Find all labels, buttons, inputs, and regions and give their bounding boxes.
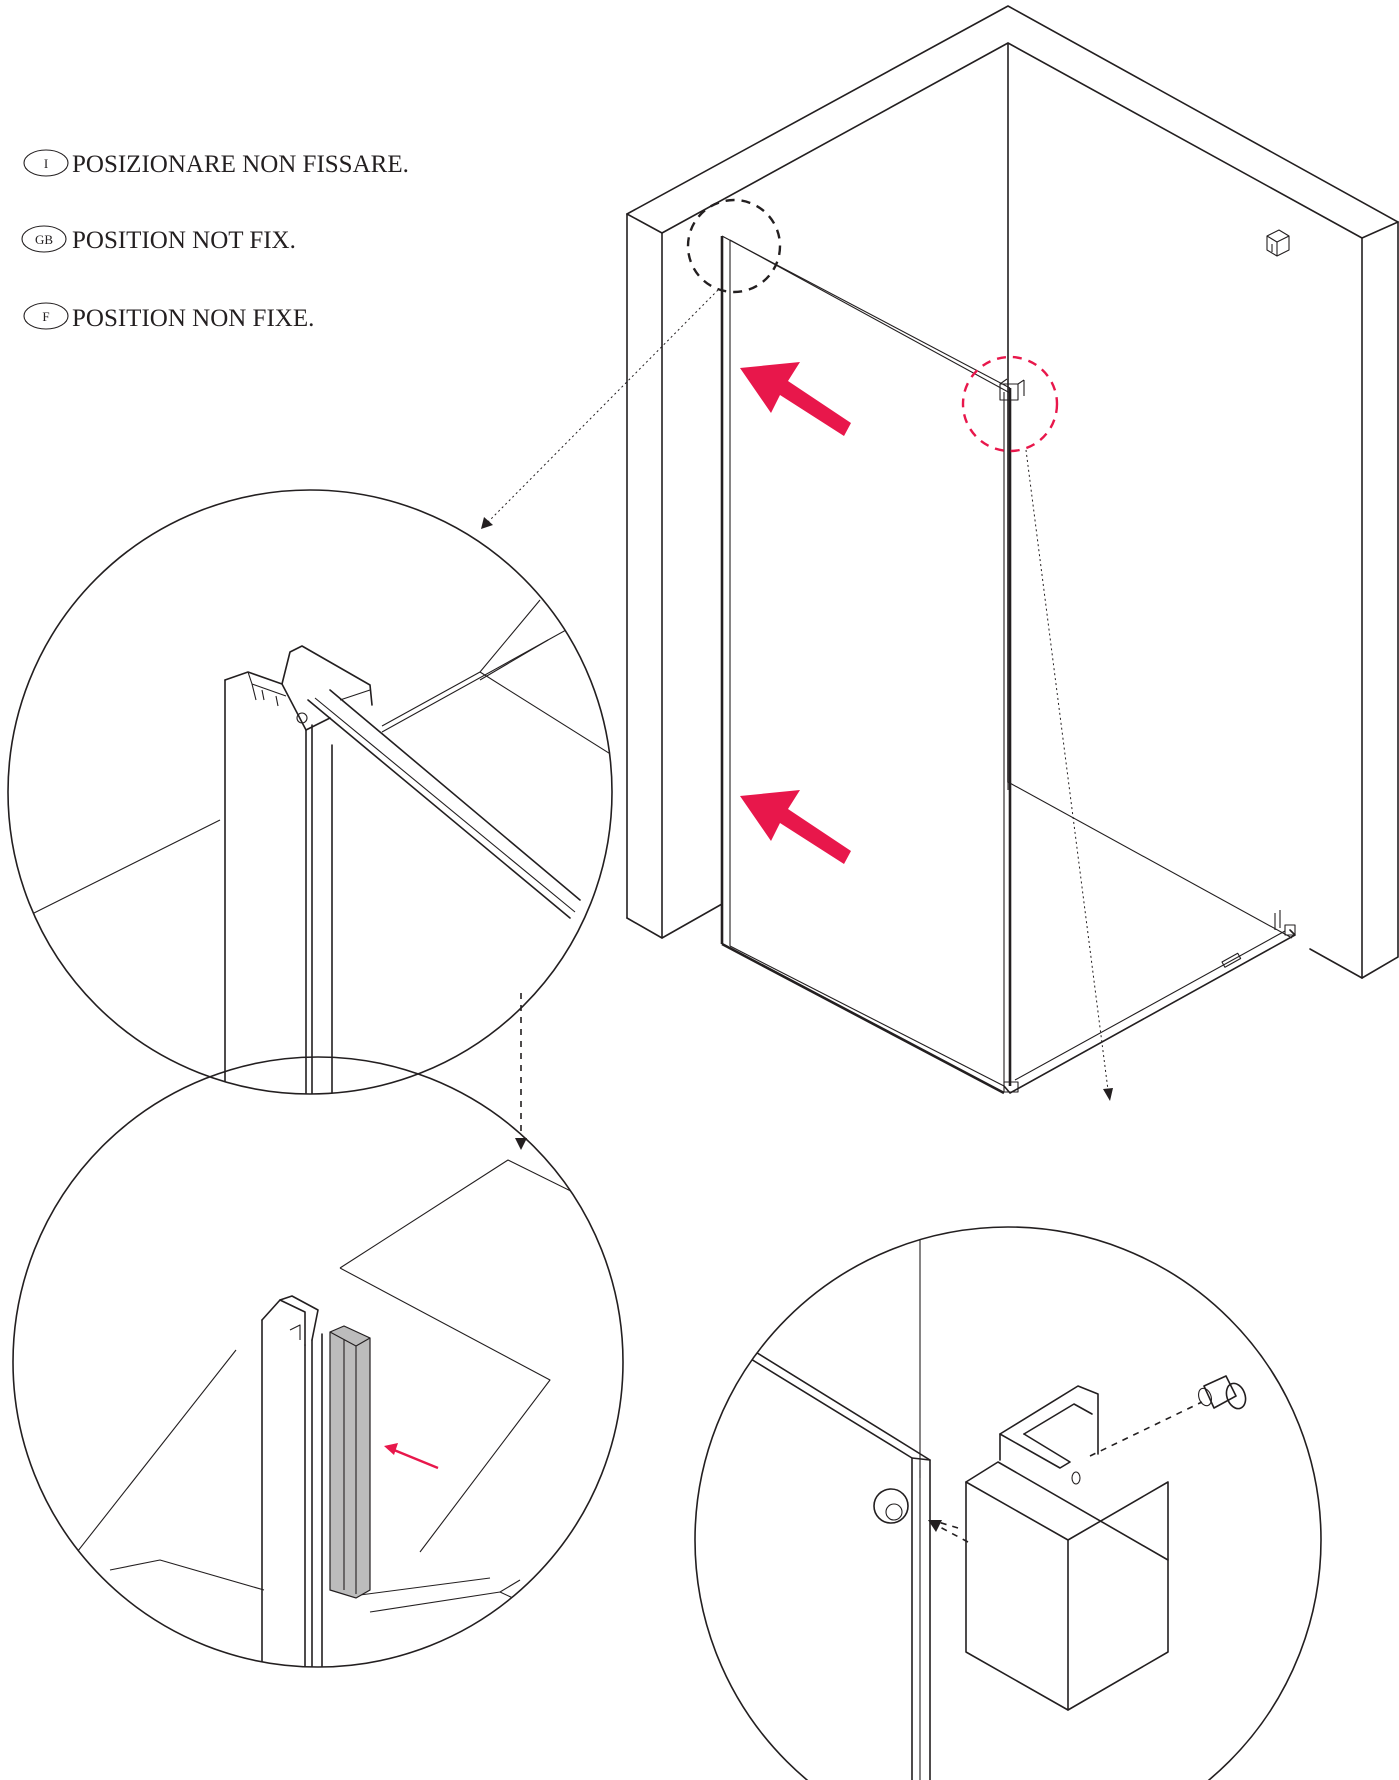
detail-circle-profile-seal [12,1056,624,1668]
instruction-block: I POSIZIONARE NON FISSARE. GB POSITION N… [21,149,409,332]
detail-circle-profile-top [7,489,613,1095]
detail-ring-top-left [686,198,782,294]
language-code-fr: F [42,309,49,324]
screw-icon [1198,1375,1247,1410]
leader-lines [481,289,1113,1529]
language-badge-it [23,149,69,177]
instruction-text-fr: POSITION NON FIXE. [72,305,314,332]
instruction-gb: GB POSITION NOT FIX. [21,225,296,254]
language-badge-gb [21,225,67,253]
glass-knob [873,1488,909,1524]
instruction-text-gb: POSITION NOT FIX. [72,227,296,254]
glass-panel [720,235,1296,1095]
wall-structure [626,5,1399,979]
instruction-it: I POSIZIONARE NON FISSARE. [23,149,409,178]
push-arrow-lower-icon [740,790,851,864]
language-code-it: I [44,156,48,171]
detail-circle-bracket [694,1226,1322,1780]
instruction-text-it: POSIZIONARE NON FISSARE. [72,151,409,178]
shower-corner-drawing [626,5,1399,1095]
wall-bracket-icon [1266,229,1290,257]
instruction-fr: F POSITION NON FIXE. [23,302,314,332]
push-arrow-upper-icon [740,362,851,436]
seal-strip [329,1325,371,1599]
language-code-gb: GB [35,232,53,247]
detail-ring-top-right [961,355,1059,453]
language-badge-fr [23,302,69,330]
insert-arrow-icon [384,1443,439,1470]
